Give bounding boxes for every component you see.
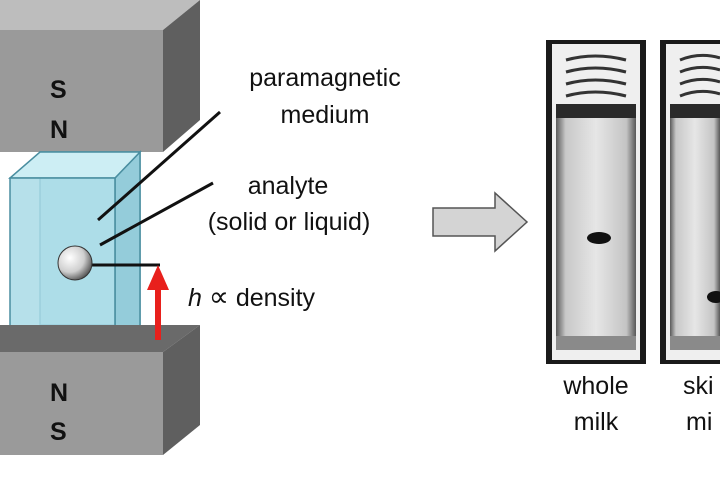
container-side-face (114, 150, 141, 354)
bottom-magnet-top-face (0, 325, 200, 352)
proportional-symbol: ∝ (208, 281, 229, 312)
top-magnet-top-face (0, 0, 200, 30)
top-magnet (0, 0, 200, 152)
analyte-sphere (57, 245, 93, 281)
analyte-leader-line (99, 181, 214, 247)
analyte-label-line2: (solid or liquid) (207, 208, 371, 236)
vial-cap-threads (565, 54, 627, 98)
height-arrow (147, 265, 169, 340)
vial-photo-skim-milk (660, 40, 720, 364)
process-arrow (432, 191, 529, 253)
height-symbol: h (188, 284, 202, 312)
top-magnet-pole-n: N (50, 116, 69, 144)
top-magnet-side-face (163, 0, 200, 152)
paramagnetic-label-line2: medium (280, 101, 370, 129)
bottom-magnet-front-face (0, 352, 163, 455)
top-magnet-front-face (0, 30, 163, 152)
sample-droplet (707, 291, 720, 303)
vial-caption-skim-line2: mi (686, 408, 713, 436)
vial-photo-whole-milk (546, 40, 646, 364)
paramagnetic-label-line1: paramagnetic (249, 64, 401, 92)
bottom-magnet-side-face (163, 325, 200, 455)
density-word: density (235, 284, 316, 312)
analyte-label-line1: analyte (247, 172, 329, 200)
bottom-magnet-pole-n: N (50, 379, 69, 407)
medium-leader-line (97, 110, 221, 222)
top-magnet-pole-s: S (50, 76, 67, 104)
vial-caption-whole-line1: whole (563, 372, 629, 400)
height-density-label: h ∝ density (188, 283, 315, 311)
sample-droplet (587, 232, 611, 244)
vial-caption-whole-line2: milk (573, 408, 619, 436)
vial-caption-skim-line1: ski (683, 372, 714, 400)
bottom-magnet (0, 325, 200, 455)
bottom-magnet-pole-s: S (50, 418, 67, 446)
